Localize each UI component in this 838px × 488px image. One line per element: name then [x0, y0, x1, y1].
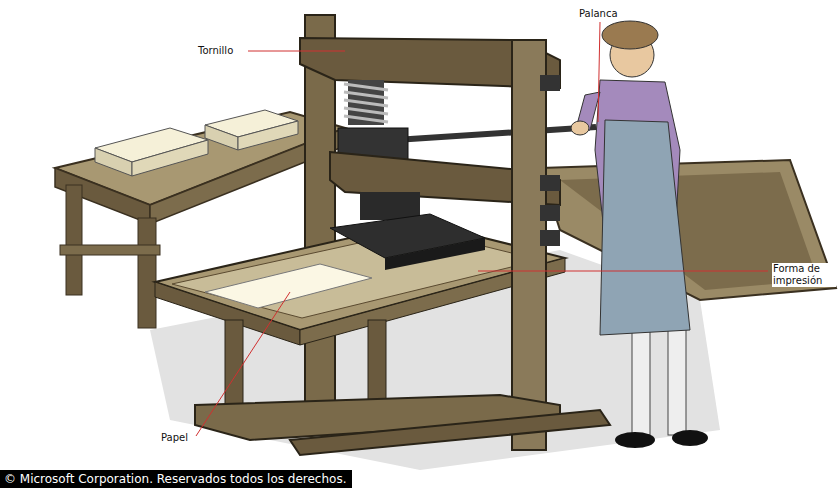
platen: [360, 192, 420, 220]
table-leg: [66, 185, 82, 295]
part-label: Tornillo: [197, 45, 234, 57]
wedge: [540, 75, 560, 91]
part-label: Palanca: [578, 8, 619, 20]
part-label: Forma de impresión: [772, 263, 836, 287]
leader-line: [248, 51, 345, 52]
leader-line: [478, 271, 768, 272]
copyright-notice: © Microsoft Corporation. Reservados todo…: [0, 470, 352, 488]
bed-leg: [225, 320, 243, 410]
lever: [395, 127, 596, 140]
table-leg: [138, 218, 156, 328]
paper-sheet: [205, 264, 372, 308]
printing-forme: [385, 238, 485, 270]
screw: [344, 80, 388, 125]
paper-stack: [205, 125, 238, 150]
tray-inner: [172, 230, 540, 318]
leader-line: [598, 22, 600, 122]
wedge: [540, 230, 560, 246]
table-rail: [60, 245, 160, 255]
paper-stack: [238, 121, 298, 150]
paper-stack: [132, 140, 208, 176]
paper-stack: [95, 148, 132, 176]
leader-line: [196, 292, 290, 436]
printer-man: [571, 21, 708, 448]
base-runner: [290, 410, 610, 455]
wedge: [540, 205, 560, 221]
part-label: Papel: [160, 432, 189, 444]
right-table: [540, 160, 836, 300]
wedge: [540, 175, 560, 191]
